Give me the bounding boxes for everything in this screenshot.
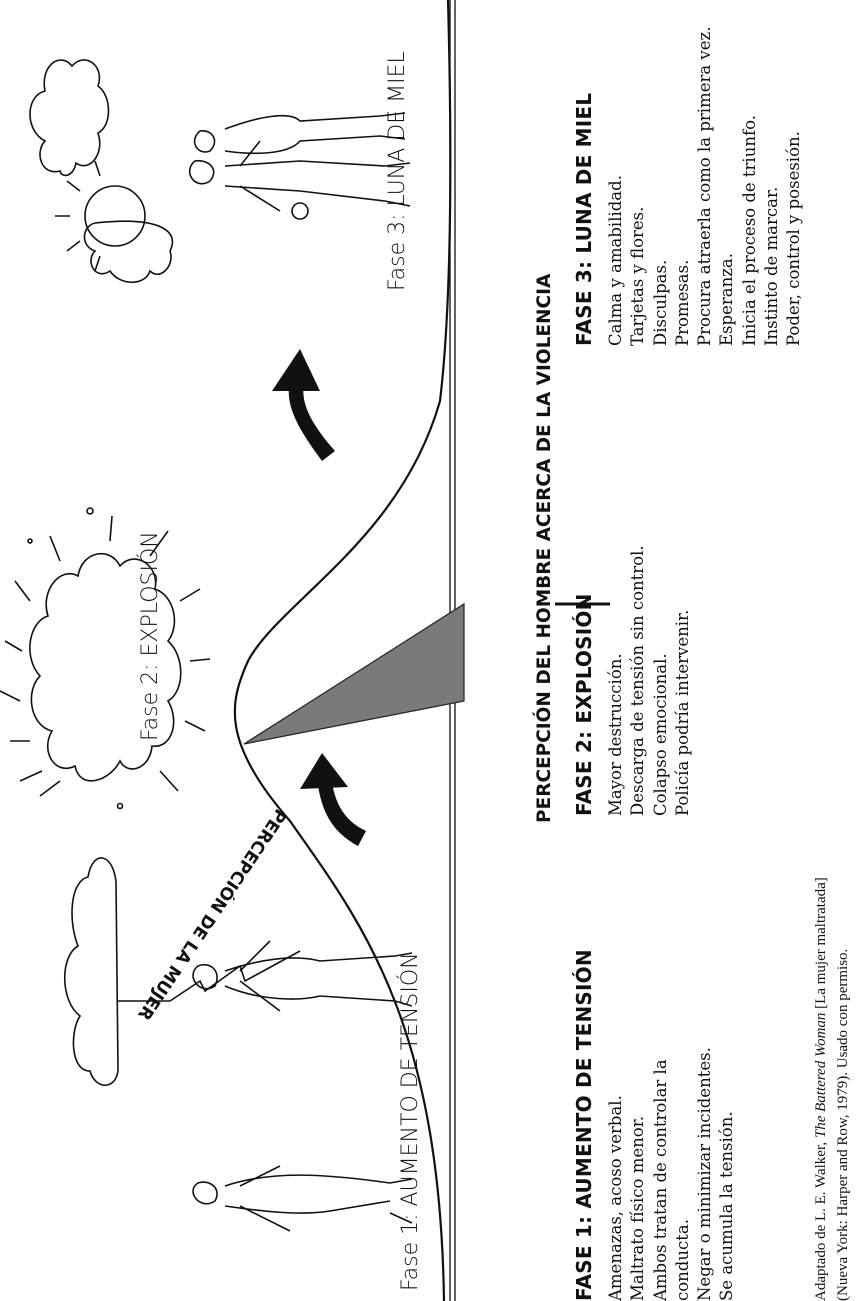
phase3-item: Calma y amabilidad.	[606, 175, 625, 346]
phase2-item: Descarga de tensión sin control.	[628, 545, 648, 816]
phase3-item: Procura atraerla como la primera vez.	[695, 26, 715, 346]
flowers-icon	[291, 202, 309, 220]
phase2-item: Mayor destrucción.	[606, 653, 625, 816]
phase3-item: Instinto de marcar.	[762, 186, 782, 346]
phase1-item: Maltrato físico menor.	[628, 1115, 648, 1301]
phase1-item: Negar o minimizar incidentes.	[695, 1047, 715, 1301]
phase3-heading: FASE 3: LUNA DE MIEL	[572, 92, 596, 346]
man-perception-label: PERCEPCIÓN DEL HOMBRE ACERCA DE LA VIOLE…	[534, 273, 555, 823]
phase3-item: Poder, control y posesión.	[784, 131, 804, 346]
credit-prefix: Adaptado de L. E. Walker,	[813, 1138, 829, 1301]
phase3-item: Tarjetas y flores.	[628, 206, 648, 346]
phase1-couple-illustration	[63, 857, 413, 1232]
woman-figure-head	[192, 964, 218, 990]
phase1-list: Amenazas, acoso verbal. Maltrato físico …	[605, 1041, 739, 1301]
phase3-label: Fase 3: LUNA DE MIEL	[385, 51, 410, 291]
phase2-heading: FASE 2: EXPLOSIÓN	[572, 593, 596, 816]
arrow-to-phase2-icon	[300, 753, 366, 846]
phase2-item: Colapso emocional.	[650, 653, 670, 816]
explosion-cloud-icon	[29, 552, 182, 782]
phase3-honeymoon-illustration	[29, 59, 411, 284]
phase3-item: Promesas.	[672, 259, 692, 346]
woman-figure-head	[193, 130, 216, 153]
arrow-to-phase3-icon	[272, 349, 335, 461]
phase2-item: Policía podría intervenir.	[672, 609, 692, 816]
credit-title: The Battered Woman	[813, 1012, 829, 1139]
phase3-item: Inicia el proceso de triunfo.	[739, 115, 759, 346]
cloud-icon	[29, 59, 110, 177]
storm-cloud-icon	[63, 857, 119, 1087]
man-figure-head	[192, 1181, 218, 1205]
phase1-label: Fase 1: AUMENTO DE TENSIÓN	[398, 952, 423, 1291]
violence-curve	[233, 0, 452, 1301]
phase1-item: Amenazas, acoso verbal.	[606, 1095, 625, 1301]
sun-icon	[84, 185, 146, 247]
phase3-list: Calma y amabilidad. Tarjetas y flores. D…	[605, 0, 806, 346]
phase2-label: Fase 2: EXPLOSIÓN	[138, 531, 163, 741]
phase2-list: Mayor destrucción. Descarga de tensión s…	[605, 536, 694, 816]
phase3-item: Esperanza.	[717, 253, 737, 346]
man-figure-head	[188, 159, 215, 185]
phase1-item: Ambos tratan de controlar la conducta.	[650, 1059, 692, 1301]
phase3-item: Disculpas.	[650, 259, 670, 346]
phase1-item: Se acumula la tensión.	[717, 1111, 737, 1301]
phase2-explosion-illustration	[0, 507, 211, 810]
source-credit: Adaptado de L. E. Walker, The Battered W…	[810, 861, 854, 1301]
phase1-heading: FASE 1: AUMENTO DE TENSIÓN	[572, 949, 596, 1301]
man-perception-triangle	[243, 602, 465, 745]
